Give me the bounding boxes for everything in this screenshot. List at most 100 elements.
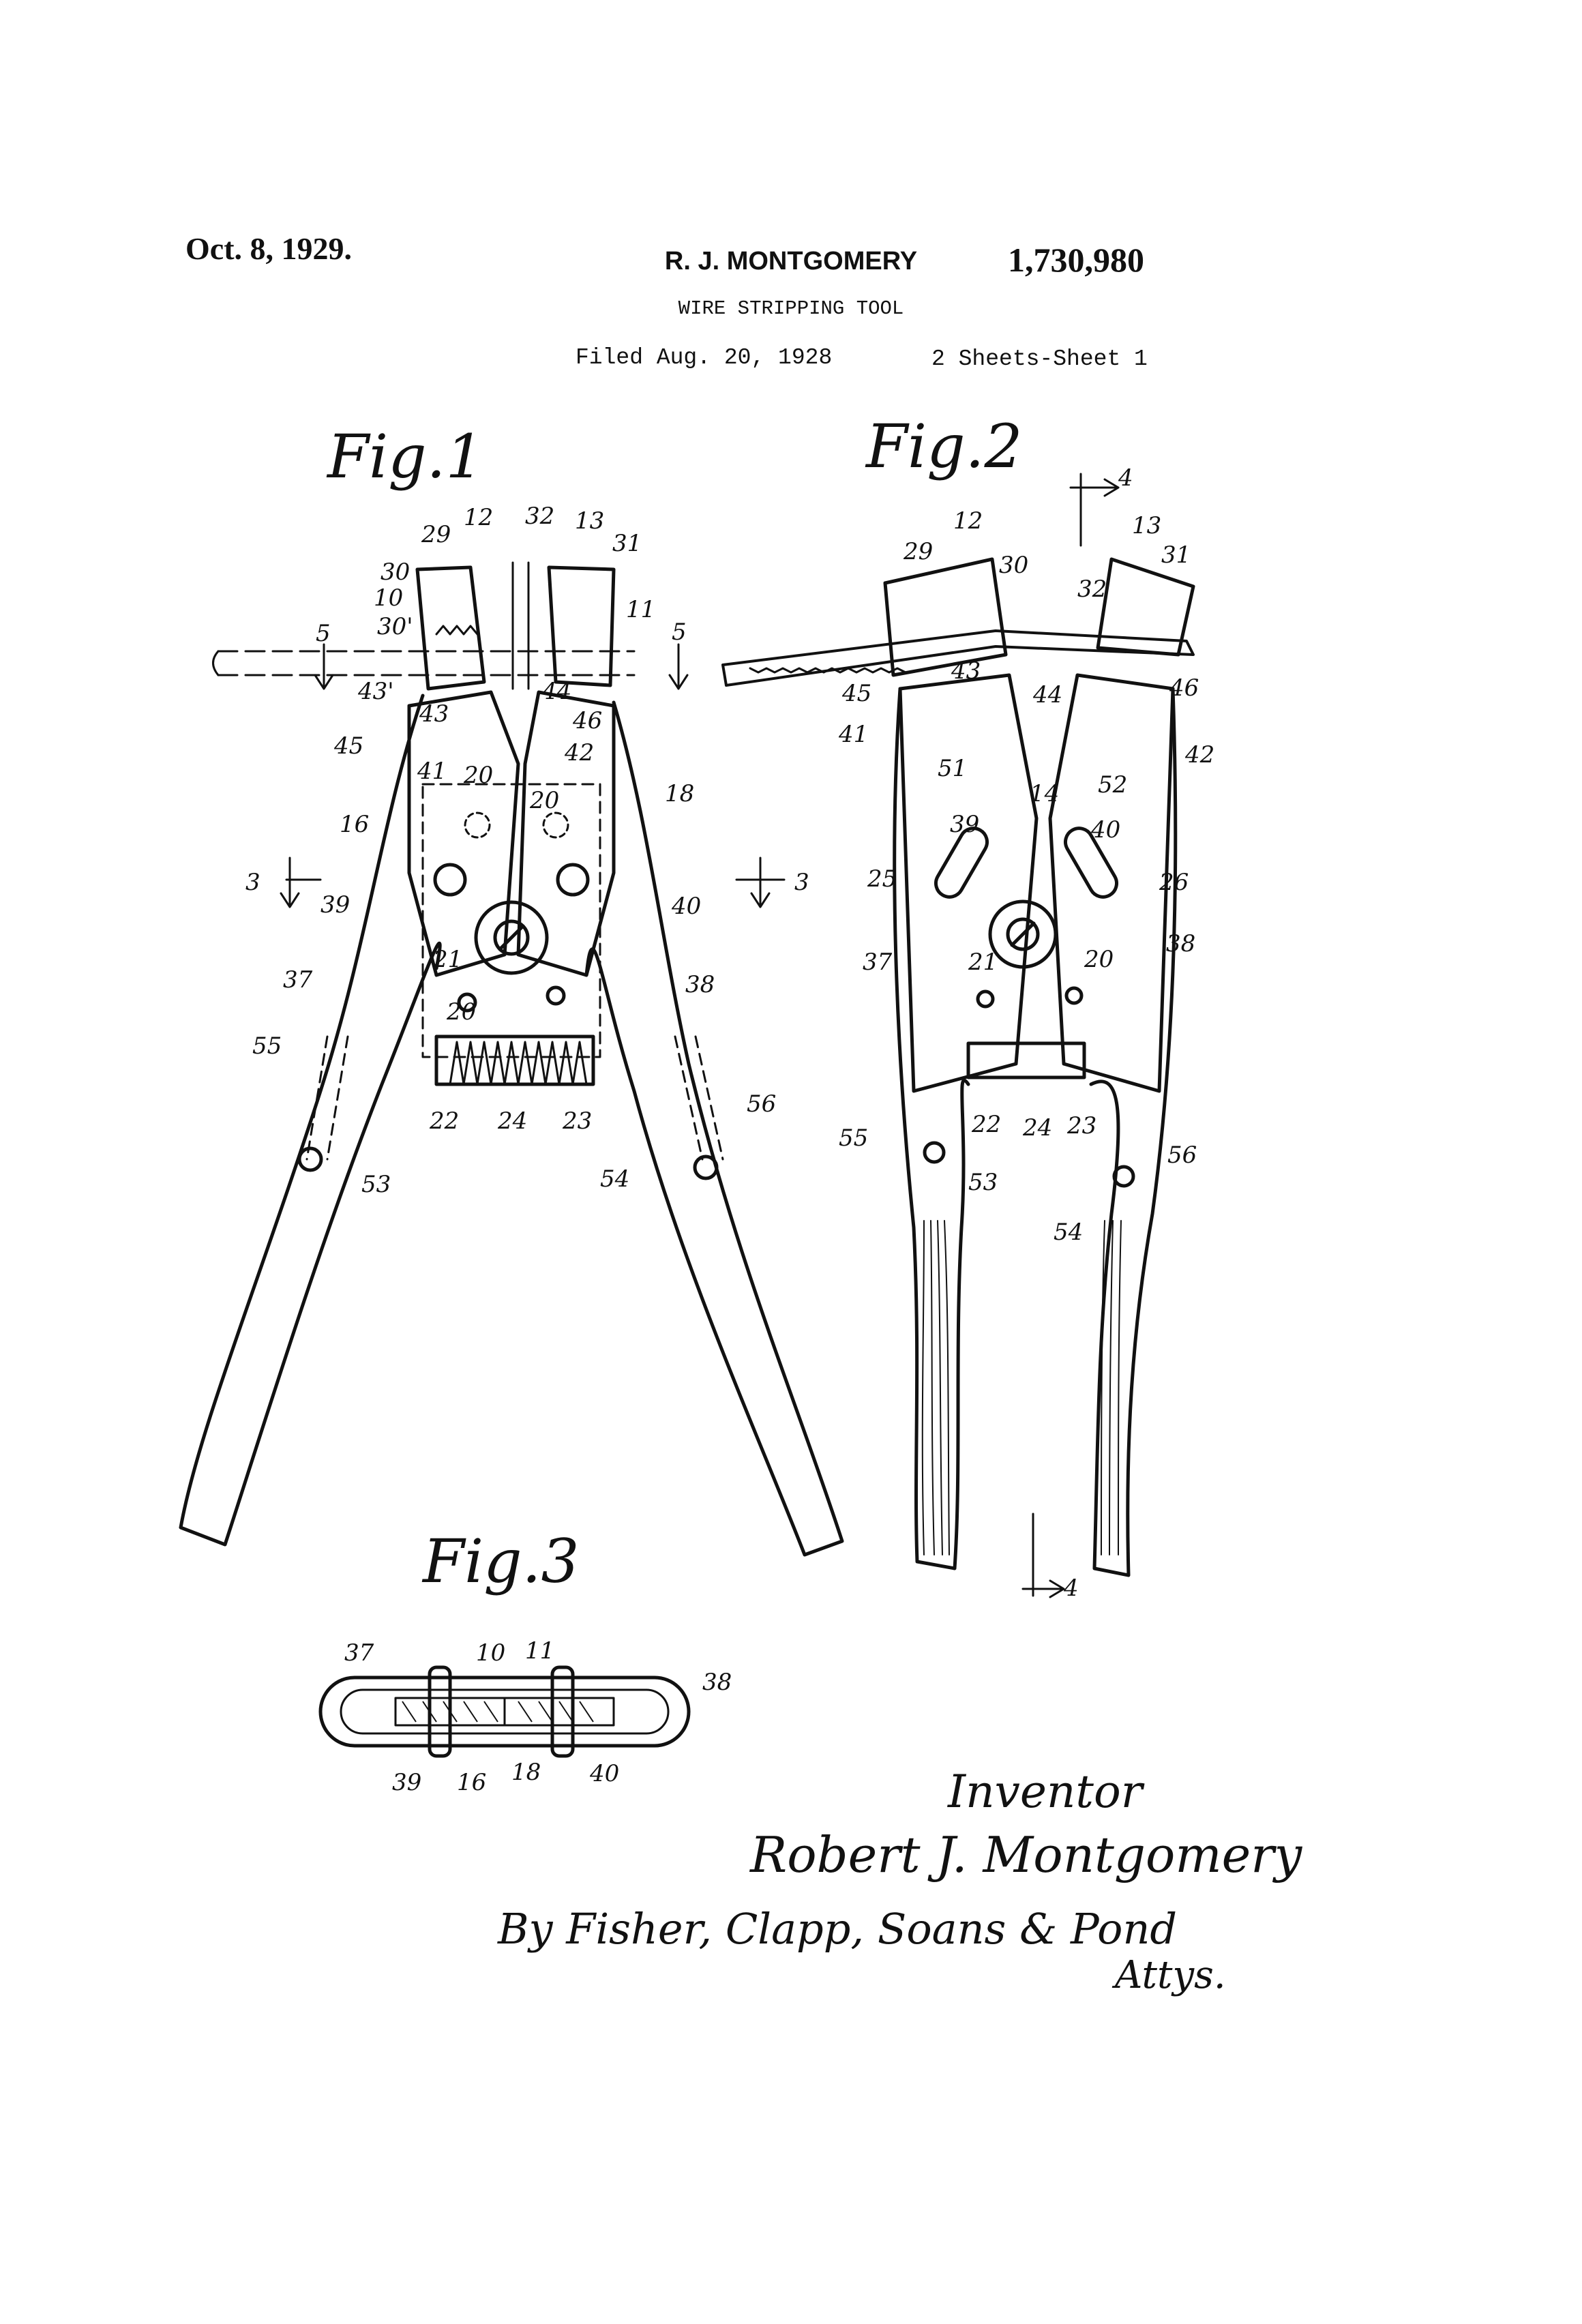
ref-23: 23 [562, 1107, 592, 1135]
ref-56: 56 [1167, 1142, 1197, 1169]
ref-45: 45 [841, 680, 871, 707]
fig1-handle-right [584, 700, 844, 1557]
ref-26: 26 [1159, 869, 1189, 896]
ref-11: 11 [525, 1637, 554, 1665]
ref-12: 12 [464, 504, 493, 531]
fig1-label: Fig.1 [326, 421, 484, 492]
fig2-label: Fig.2 [865, 411, 1023, 481]
ref-18: 18 [511, 1759, 541, 1786]
fig1-plate-left [407, 690, 520, 977]
fig2-spring-block [966, 1041, 1086, 1079]
ref-41: 41 [838, 721, 868, 748]
ref-42: 42 [1184, 741, 1214, 769]
fig3-reference-numerals: 37 10 11 38 39 16 18 40 [344, 1637, 732, 1796]
issue-date: Oct. 8, 1929. [185, 231, 353, 266]
ref-20-a: 20 [463, 762, 493, 789]
ref-38: 38 [1166, 930, 1195, 957]
fig3-label: Fig.3 [421, 1526, 580, 1596]
ref-55: 55 [839, 1124, 868, 1152]
ref-30-prime: 30' [377, 613, 413, 640]
ref-22: 22 [429, 1107, 459, 1135]
ref-20: 20 [1084, 946, 1114, 973]
ref-40: 40 [589, 1760, 619, 1787]
figure-3 [318, 1665, 691, 1758]
fig2-slot-25 [934, 826, 989, 899]
fig2-handle-right [1089, 687, 1178, 1577]
fig1-jaw-left [415, 565, 486, 691]
fig3-rivet-40 [550, 1665, 575, 1758]
ref-54: 54 [1054, 1219, 1083, 1246]
fig2-pivot [988, 899, 1058, 969]
ref-39: 39 [950, 811, 979, 838]
ref-53: 53 [361, 1171, 391, 1198]
patent-title: WIRE STRIPPING TOOL [678, 297, 904, 320]
ref-55: 55 [252, 1032, 282, 1060]
fig1-handle-left [179, 694, 442, 1547]
inventor-header: R. J. MONTGOMERY [664, 247, 918, 275]
ref-13: 13 [1132, 512, 1161, 539]
ref-23: 23 [1066, 1112, 1096, 1139]
ref-29: 29 [421, 521, 451, 548]
fig2-slot-26 [1064, 826, 1118, 899]
ref-10: 10 [374, 584, 403, 612]
ref-52: 52 [1098, 771, 1127, 799]
fig1-reference-numerals: 12 29 32 13 31 30 10 30' 11 5 5 43' 43 4… [245, 503, 809, 1198]
ref-43-prime: 43' [357, 678, 394, 705]
fig2-jaw-left [883, 557, 1008, 677]
fig1-pin-39 [433, 863, 467, 897]
figure-1 [179, 561, 844, 1557]
ref-46: 46 [572, 707, 602, 734]
ref-38: 38 [685, 971, 715, 998]
fig1-pivot [474, 900, 549, 975]
ref-46: 46 [1169, 674, 1199, 702]
fig1-pin-40 [556, 863, 590, 897]
fig3-rivet-39 [428, 1665, 452, 1758]
ref-31: 31 [1161, 541, 1191, 569]
ref-40: 40 [1090, 816, 1120, 844]
fig2-reference-numerals: 12 13 4 29 30 31 32 43 44 45 46 41 51 14… [838, 464, 1214, 1602]
fig2-wire [721, 629, 1195, 687]
ref-10: 10 [476, 1639, 505, 1667]
fig1-jaw-right [547, 565, 616, 687]
ref-43: 43 [951, 657, 981, 685]
ref-18: 18 [665, 780, 694, 807]
signature-block: Inventor Robert J. Montgomery By Fisher,… [497, 1766, 1303, 1997]
ref-5-left: 5 [316, 620, 331, 647]
fig3-outer-sleeve [318, 1675, 691, 1748]
attys-label: Attys. [1111, 1953, 1226, 1997]
ref-13: 13 [575, 507, 604, 535]
ref-37: 37 [283, 966, 313, 994]
ref-16: 16 [457, 1769, 486, 1796]
ref-14: 14 [1030, 780, 1059, 807]
ref-21: 21 [968, 949, 998, 976]
ref-39: 39 [320, 891, 350, 919]
ref-43: 43 [419, 700, 449, 728]
ref-32: 32 [1077, 576, 1107, 603]
ref-4-top: 4 [1118, 464, 1133, 492]
ref-4-bottom: 4 [1063, 1575, 1079, 1602]
ref-32: 32 [525, 503, 554, 530]
ref-45: 45 [333, 732, 363, 760]
ref-38: 38 [702, 1669, 732, 1696]
ref-37: 37 [863, 949, 893, 976]
ref-53: 53 [968, 1169, 998, 1196]
ref-54: 54 [600, 1165, 629, 1193]
fig2-handle-left [893, 687, 970, 1570]
fig3-plate-11 [503, 1697, 615, 1727]
ref-37: 37 [344, 1639, 374, 1667]
ref-3-left: 3 [245, 869, 260, 896]
ref-5-right: 5 [672, 619, 687, 646]
fig1-spring-block [434, 1034, 595, 1086]
inventor-label: Inventor [947, 1766, 1145, 1818]
fig1-wire-dashed [217, 650, 636, 676]
ref-24: 24 [1022, 1114, 1052, 1142]
ref-42: 42 [564, 739, 594, 766]
ref-44: 44 [541, 678, 571, 705]
ref-3-right: 3 [794, 869, 809, 896]
ref-21: 21 [432, 946, 462, 973]
ref-51: 51 [938, 755, 967, 782]
patent-number: 1,730,980 [1008, 241, 1144, 279]
ref-40: 40 [671, 893, 701, 920]
ref-39: 39 [392, 1769, 421, 1796]
